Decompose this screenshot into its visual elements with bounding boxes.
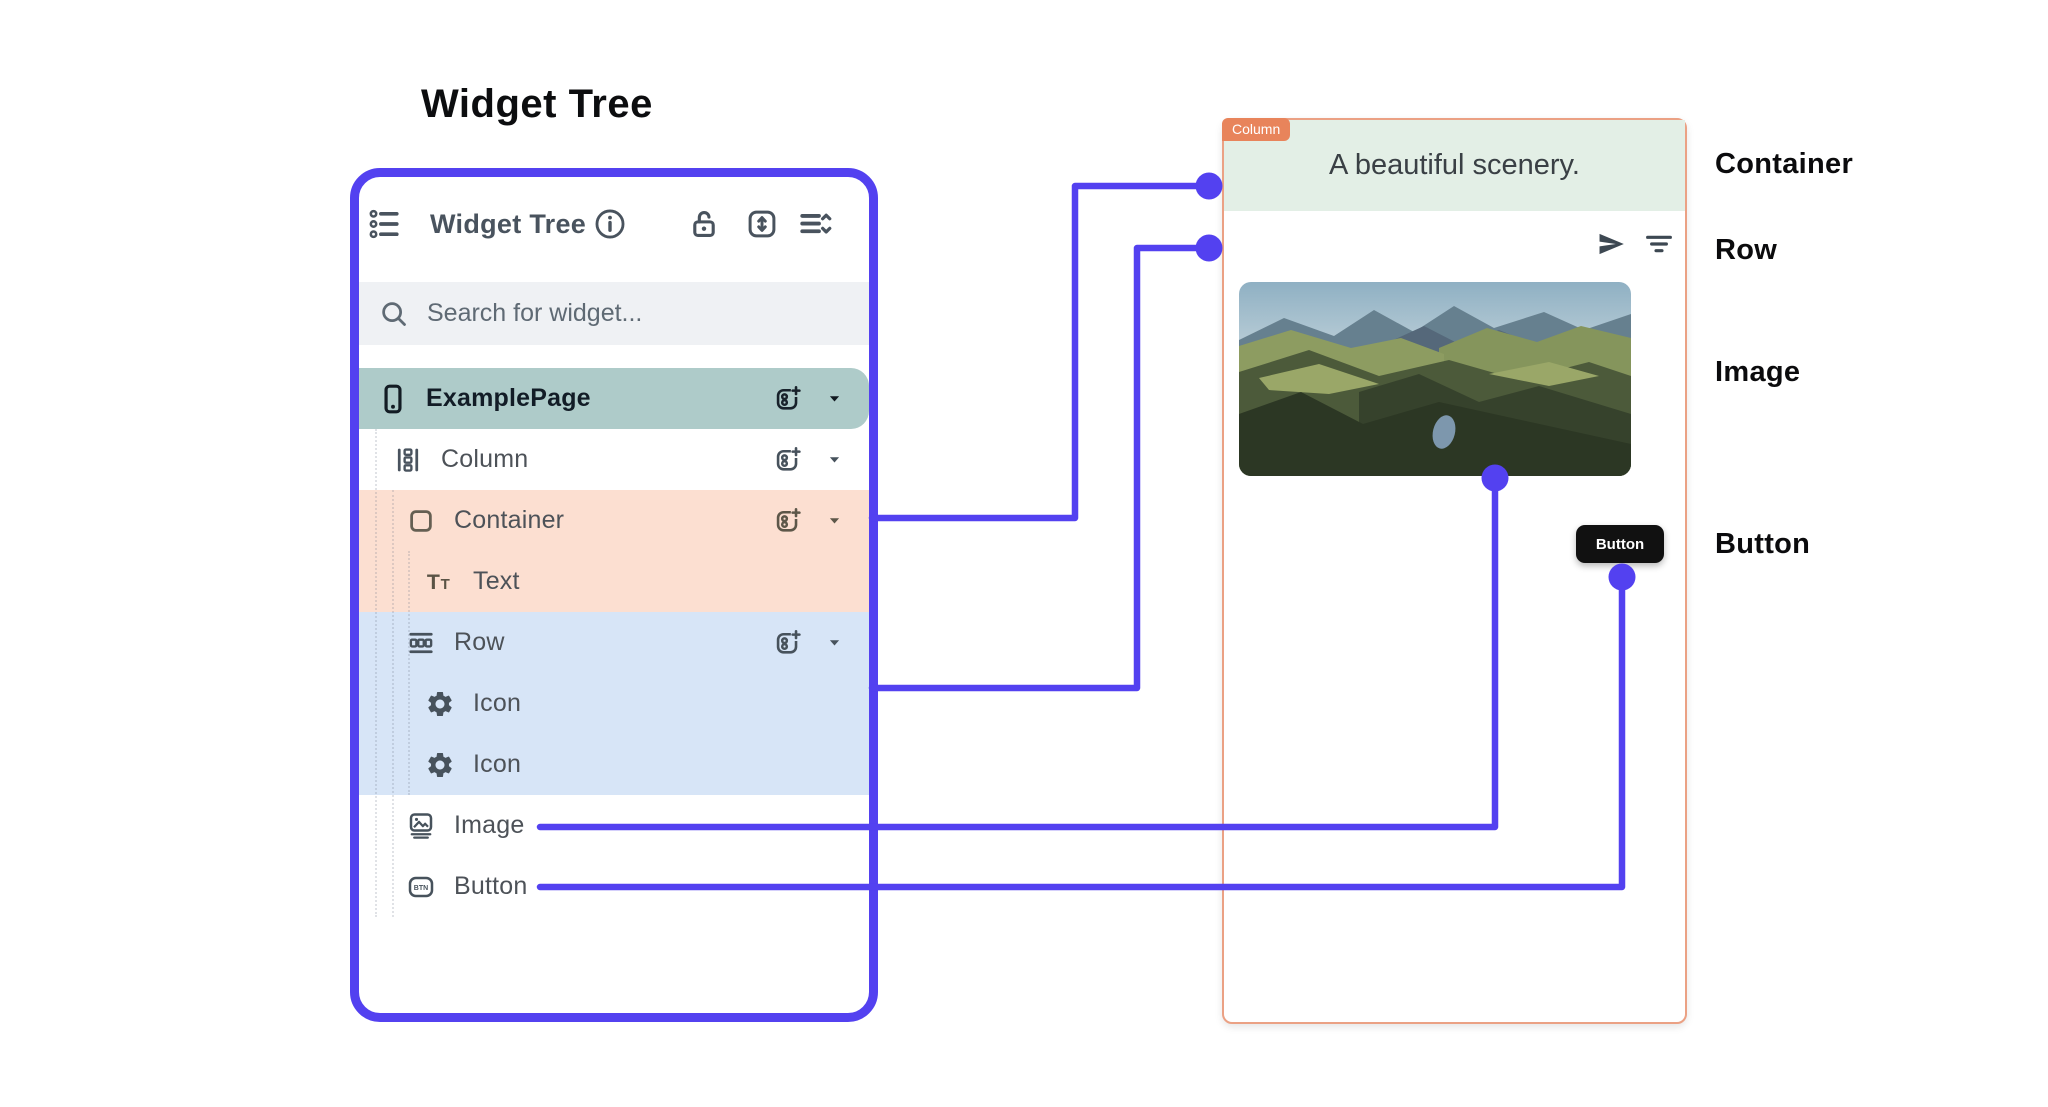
add-widget-icon[interactable] — [772, 505, 803, 536]
preview-row-widget — [1224, 211, 1685, 278]
tree-row-label: Button — [454, 872, 528, 900]
widget-tree-rows: ExamplePage Column — [359, 368, 869, 917]
indent-guide — [375, 429, 377, 917]
tree-row-label: Icon — [473, 750, 522, 778]
chevron-down-icon[interactable] — [825, 633, 844, 652]
send-icon[interactable] — [1595, 228, 1627, 260]
preview-image-widget[interactable] — [1239, 282, 1631, 476]
mountain-landscape-graphic — [1239, 282, 1631, 476]
preview-container-widget[interactable]: A beautiful scenery. — [1224, 120, 1685, 211]
resize-height-icon[interactable] — [745, 207, 779, 241]
svg-text:T: T — [427, 569, 440, 593]
gear-icon — [424, 688, 456, 720]
tree-list-icon — [369, 209, 399, 239]
widget-tree-panel: Widget Tree — [350, 168, 878, 1022]
panel-title: Widget Tree — [430, 209, 587, 239]
add-widget-icon[interactable] — [772, 383, 803, 414]
connector-row-dot — [1195, 234, 1223, 262]
tree-row-label: Container — [454, 506, 565, 534]
lock-icon[interactable] — [687, 207, 721, 241]
annotation-image: Image — [1715, 356, 1801, 388]
column-icon — [392, 444, 424, 476]
tree-row-label: Image — [454, 811, 525, 839]
preview-text-widget: A beautiful scenery. — [1329, 149, 1580, 181]
connector-container-dot — [1195, 172, 1223, 200]
svg-text:T: T — [441, 575, 450, 592]
filter-list-icon[interactable] — [1643, 228, 1675, 260]
search-icon — [382, 301, 406, 326]
tree-row-label: ExamplePage — [426, 384, 591, 412]
tree-row-label: Text — [473, 567, 520, 595]
tree-row-examplepage[interactable]: ExamplePage — [359, 368, 869, 429]
tree-row-icon-2[interactable]: Icon — [359, 734, 869, 795]
tree-row-row[interactable]: Row — [359, 612, 869, 673]
connector-row-line — [868, 244, 1209, 692]
connector-container-line — [868, 182, 1209, 522]
column-tag-badge: Column — [1222, 118, 1291, 141]
page-preview-panel: Column A beautiful scenery. — [1222, 118, 1687, 1024]
add-widget-icon[interactable] — [772, 627, 803, 658]
sort-list-icon[interactable] — [798, 207, 832, 241]
phone-icon — [377, 383, 409, 415]
tree-row-column[interactable]: Column — [359, 429, 869, 490]
annotation-container: Container — [1715, 148, 1854, 180]
widget-search-bar — [359, 282, 869, 345]
search-input[interactable] — [425, 298, 809, 329]
page-title: Widget Tree — [421, 82, 653, 126]
annotation-row: Row — [1715, 234, 1778, 266]
chevron-down-icon[interactable] — [825, 389, 844, 408]
indent-guide — [392, 490, 394, 917]
chevron-down-icon[interactable] — [825, 450, 844, 469]
tree-row-label: Column — [441, 445, 529, 473]
tree-row-label: Icon — [473, 689, 522, 717]
chevron-down-icon[interactable] — [825, 511, 844, 530]
tree-row-image[interactable]: Image — [359, 795, 869, 856]
add-widget-icon[interactable] — [772, 444, 803, 475]
container-icon — [405, 505, 437, 537]
tree-row-button[interactable]: BTN Button — [359, 856, 869, 917]
image-icon — [405, 810, 437, 842]
tree-row-container[interactable]: Container — [359, 490, 869, 551]
preview-button-widget[interactable]: Button — [1576, 525, 1664, 563]
tree-row-label: Row — [454, 628, 505, 656]
indent-guide — [408, 551, 410, 795]
panel-header: Widget Tree — [359, 200, 869, 256]
svg-text:BTN: BTN — [414, 884, 428, 891]
tree-row-icon-1[interactable]: Icon — [359, 673, 869, 734]
button-icon: BTN — [405, 871, 437, 903]
row-icon — [405, 627, 437, 659]
annotation-button: Button — [1715, 528, 1811, 560]
info-icon[interactable] — [593, 207, 627, 241]
gear-icon — [424, 749, 456, 781]
